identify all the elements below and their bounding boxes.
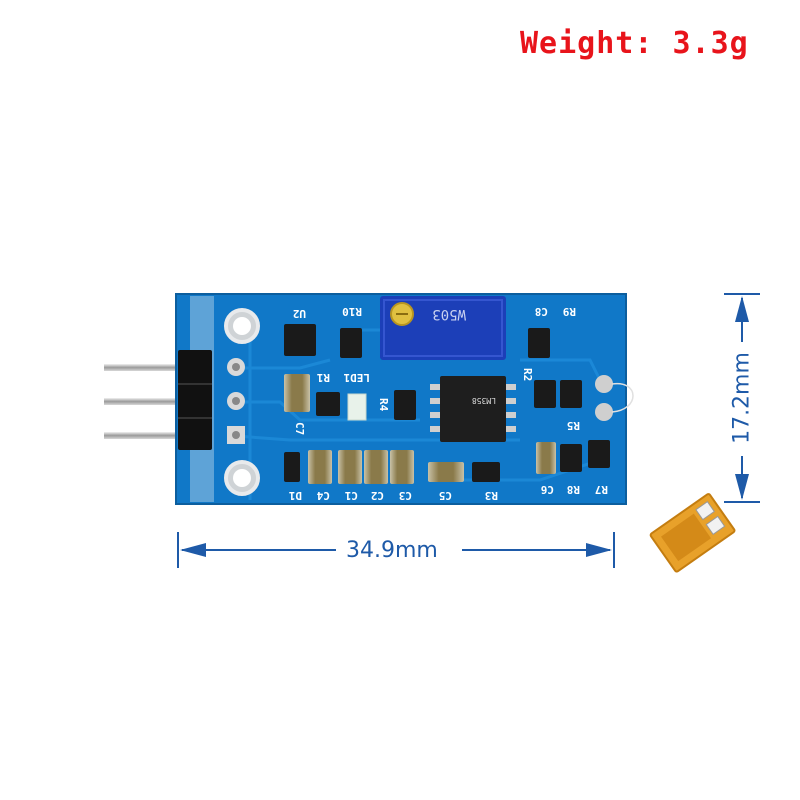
silk-c1: C1 <box>344 489 358 502</box>
silk-c3: C3 <box>399 489 412 502</box>
silk-r8: R8 <box>567 483 580 496</box>
silk-c5: C5 <box>439 489 452 502</box>
silk-r9: R9 <box>563 305 576 318</box>
weight-label: Weight: 3.3g <box>520 26 749 61</box>
silk-r3: R3 <box>485 489 498 502</box>
silk-c7: C7 <box>293 422 306 435</box>
silk-r2: R2 <box>521 368 534 381</box>
pcb-board: U2 R10 C8 R9 C7 R1 LED1 R4 R2 R5 D1 C4 C… <box>175 293 634 505</box>
silk-led1: LED1 <box>343 371 370 384</box>
lm358-chip <box>430 376 516 442</box>
header-pins <box>104 364 216 439</box>
potentiometer <box>380 296 506 360</box>
silk-c2: C2 <box>371 489 384 502</box>
silk-r4: R4 <box>377 398 390 412</box>
pot-marking: W503 <box>432 306 466 322</box>
silk-c8: C8 <box>535 305 548 318</box>
silk-r7: R7 <box>595 483 608 496</box>
strain-gauge <box>649 493 736 573</box>
silk-c6: C6 <box>540 483 554 496</box>
height-label: 17.2mm <box>729 352 755 444</box>
silk-c4: C4 <box>316 489 330 502</box>
width-label: 34.9mm <box>346 538 438 563</box>
silk-r10: R10 <box>342 305 362 318</box>
silk-d1: D1 <box>288 489 302 502</box>
silk-r5: R5 <box>567 419 580 432</box>
silk-u2: U2 <box>293 307 306 320</box>
width-dimension <box>177 532 615 568</box>
silk-r1: R1 <box>316 371 330 384</box>
height-dimension <box>724 293 760 503</box>
chip-marking: LM358 <box>472 396 496 405</box>
